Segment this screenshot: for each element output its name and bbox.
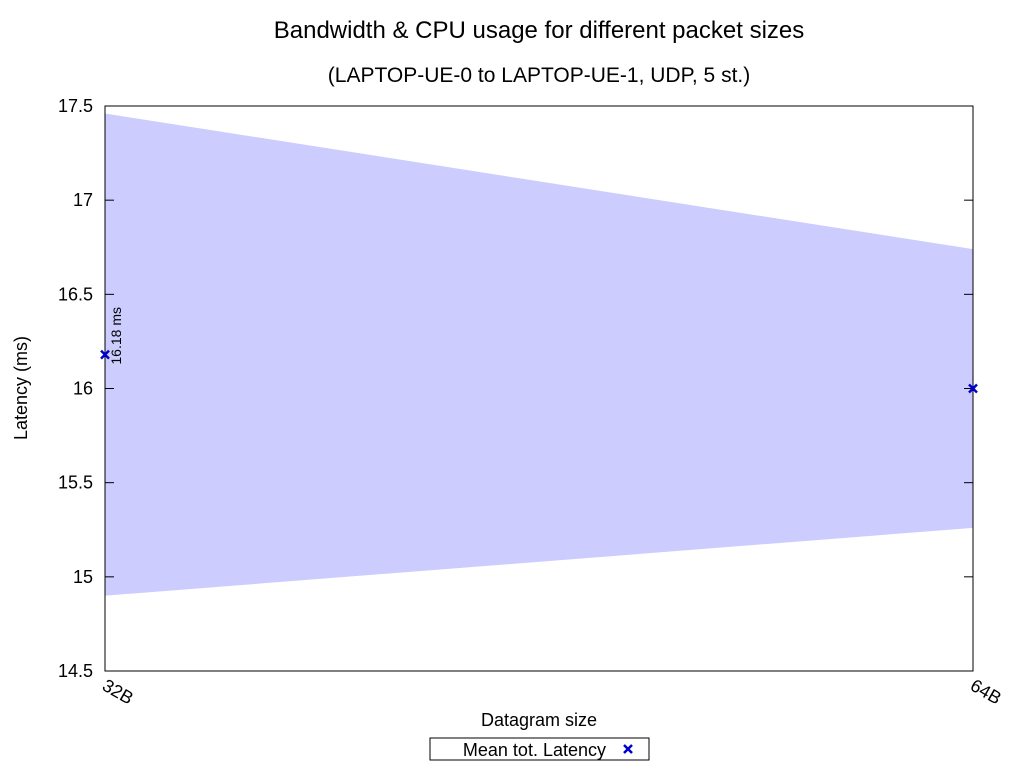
chart-subtitle: (LAPTOP-UE-0 to LAPTOP-UE-1, UDP, 5 st.) — [328, 64, 750, 87]
legend: Mean tot. Latency — [429, 737, 650, 761]
y-tick-label: 17 — [73, 190, 93, 210]
legend-label: Mean tot. Latency — [463, 740, 606, 760]
y-tick-label: 14.5 — [58, 661, 93, 681]
y-axis-label: Latency (ms) — [11, 336, 31, 440]
data-point — [968, 383, 978, 394]
chart-title: Bandwidth & CPU usage for different pack… — [274, 17, 805, 44]
data-point — [100, 349, 110, 360]
confidence-band — [105, 113, 973, 596]
y-tick-label: 16 — [73, 379, 93, 399]
x-tick-label: 32B — [99, 675, 137, 708]
y-tick-label: 17.5 — [58, 96, 93, 116]
legend-marker-icon — [623, 744, 633, 754]
y-tick-label: 16.5 — [58, 284, 93, 304]
data-label: 16.18 ms — [108, 307, 124, 365]
x-tick-label: 64B — [967, 675, 1005, 708]
legend-box — [429, 737, 650, 761]
y-tick-label: 15.5 — [58, 473, 93, 493]
x-axis-label: Datagram size — [481, 710, 597, 730]
y-tick-label: 15 — [73, 567, 93, 587]
